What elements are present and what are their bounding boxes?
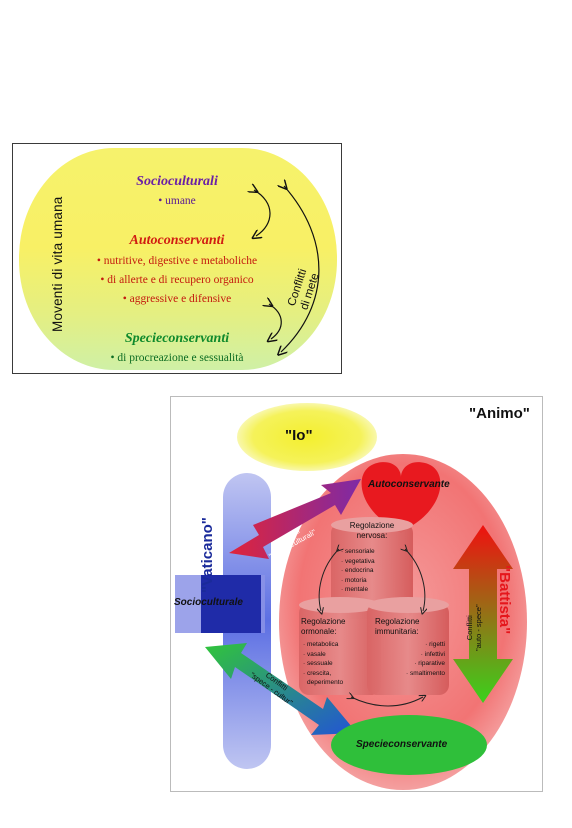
auto-culturali-arrow xyxy=(229,479,361,559)
specieconservante-ellipse xyxy=(331,715,487,775)
regolazione-ormonale-items: · metabolica · vasale · sessuale · cresc… xyxy=(303,641,344,686)
conflitti-auto-spece-label: Conflitti "auto - spece" xyxy=(465,604,483,651)
animo-title: "Animo" xyxy=(469,405,530,422)
regolazione-immunitaria: Regolazione immunitaria: xyxy=(375,617,420,636)
regolazione-cylinders xyxy=(299,517,449,695)
socioculturali-heading: Socioculturali xyxy=(136,174,218,189)
heart-shape xyxy=(361,462,441,533)
regolazione-nervosa: Regolazione nervosa: xyxy=(349,521,395,540)
io-label: "Io" xyxy=(285,427,313,444)
regolazione-immunitaria-items: · rigetti · infettivi · riparative · sma… xyxy=(405,641,445,677)
moventi-diagram: Moventi di vita umana Socioculturali • u… xyxy=(12,143,342,374)
regolazione-nervosa-items: · sensoriale · vegetativa · endocrina · … xyxy=(341,548,375,593)
autoconservante-label: Autoconservante xyxy=(368,479,450,490)
autoconservanti-item-1: • nutritive, digestive e metaboliche xyxy=(96,255,258,267)
specieconservanti-heading: Specieconservanti xyxy=(124,331,230,346)
autoconservanti-heading: Autoconservanti xyxy=(129,233,225,248)
specieconservante-label: Specieconservante xyxy=(356,739,448,750)
battista-label: "Battista" xyxy=(496,565,513,635)
io-ellipse xyxy=(237,403,377,471)
vaticano-label: "Vaticano" xyxy=(199,517,216,593)
animo-graphics xyxy=(175,403,527,790)
spece-cultur-arrow xyxy=(205,643,357,735)
auto-spece-arrow xyxy=(453,525,513,703)
animo-diagram: "Animo" "Io" Autoconservante Sociocultur… xyxy=(170,396,543,792)
regolazione-ormonale: Regolazione ormonale: xyxy=(301,617,346,636)
autoconservanti-item-3: • aggressive e difensive xyxy=(122,293,232,305)
socioculturale-label: Socioculturale xyxy=(174,597,243,608)
specieconservanti-item-1: • di procreazione e sessualità xyxy=(110,352,244,364)
conflitti-arrows xyxy=(13,144,320,373)
autoconservanti-item-2: • di allerte e di recupero organico xyxy=(100,274,254,286)
socioculturali-item-1: • umane xyxy=(158,195,196,207)
